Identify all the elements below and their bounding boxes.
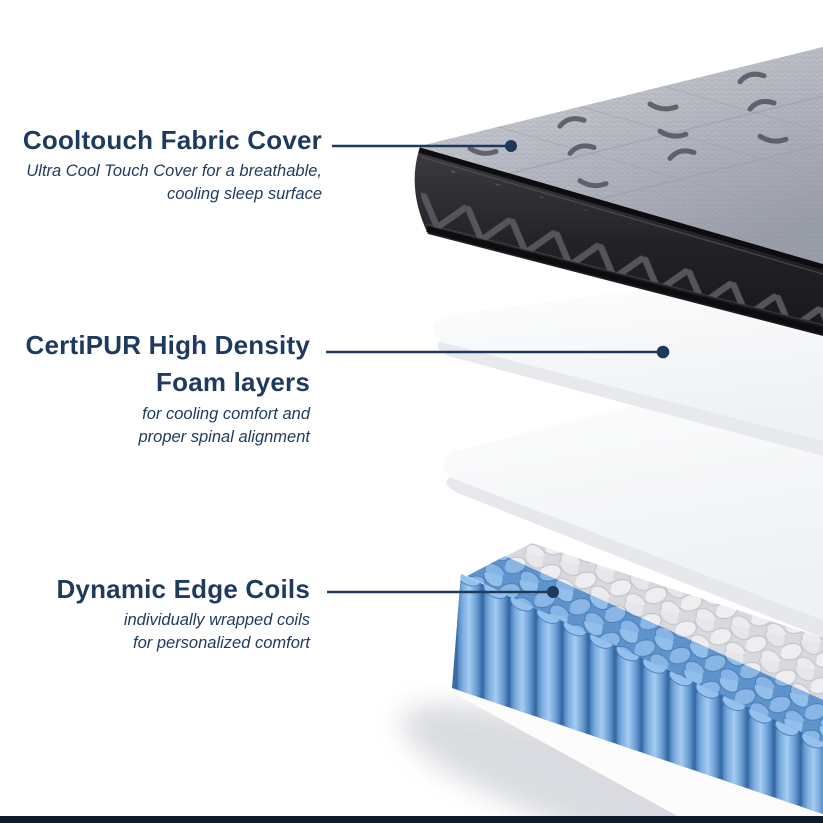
callout-foam-layers: CertiPUR High Density Foam layers for co…	[26, 327, 310, 449]
callout-title: Foam layers	[156, 367, 310, 397]
coil-top-cap	[456, 574, 482, 587]
callout-description-line: for cooling comfort and	[142, 405, 310, 423]
callout-title: Dynamic Edge Coils	[56, 574, 310, 604]
leader-dot-coils	[547, 586, 559, 598]
foam-layer-side-edge	[446, 477, 823, 638]
coil-cylinder	[616, 648, 641, 758]
coil-cylinder	[536, 610, 561, 730]
coil-cylinder	[483, 585, 508, 712]
quilt-tuft	[647, 101, 679, 112]
border-top-highlight	[420, 156, 823, 275]
coil-cylinder	[642, 660, 667, 767]
callout-description-line: for personalized comfort	[133, 634, 310, 652]
zigzag-stitching	[420, 162, 823, 324]
coil-cylinder	[748, 710, 773, 803]
quilt-tuft	[737, 71, 767, 85]
border-bottom-piping	[426, 226, 823, 334]
mattress-top-layer	[414, 47, 823, 336]
callout-title: Cooltouch Fabric Cover	[22, 125, 322, 155]
callout-description: Ultra Cool Touch Cover for a breathable,…	[26, 160, 322, 206]
quilt-tuft	[577, 178, 609, 189]
coil-cylinder	[695, 685, 720, 785]
coil-cylinder	[775, 722, 800, 812]
callout-description-line: proper spinal alignment	[138, 428, 310, 446]
coil-cylinder	[510, 598, 535, 721]
callout-description: individually wrapped coils for personali…	[124, 609, 310, 655]
quilt-tuft	[557, 116, 587, 129]
border-top-piping	[418, 147, 823, 270]
border-bottom-highlight	[425, 223, 823, 326]
callout-fabric-cover: Cooltouch Fabric Cover Ultra Cool Touch …	[23, 122, 322, 206]
coil-cylinder	[669, 673, 694, 776]
foam-layer-side-edge	[437, 341, 823, 456]
quilt-tuft	[467, 145, 499, 156]
blue-edge-coil-tops	[467, 556, 823, 744]
coil-cylinder	[722, 698, 747, 794]
callout-leader-lines	[326, 140, 670, 598]
quilt-tuft	[667, 148, 697, 161]
callout-description-line: Ultra Cool Touch Cover for a breathable,	[26, 162, 322, 180]
bottom-accent-bar	[0, 816, 823, 823]
quilt-tuft	[757, 133, 789, 144]
quilt-tuft	[657, 128, 689, 139]
leader-dot-foam	[656, 345, 670, 359]
callout-description-line: individually wrapped coils	[123, 611, 310, 629]
coil-cylinder	[589, 635, 614, 748]
coil-cylinder	[563, 623, 588, 739]
callout-description: for cooling comfort and proper spinal al…	[138, 403, 310, 449]
callout-edge-coils: Dynamic Edge Coils individually wrapped …	[56, 571, 310, 655]
quilt-tuft	[747, 98, 777, 112]
callout-description-line: cooling sleep surface	[166, 185, 322, 203]
quilt-tuft	[567, 143, 597, 156]
leader-dot-fabric-cover	[505, 140, 517, 152]
callout-title: CertiPUR High Density	[25, 330, 310, 360]
